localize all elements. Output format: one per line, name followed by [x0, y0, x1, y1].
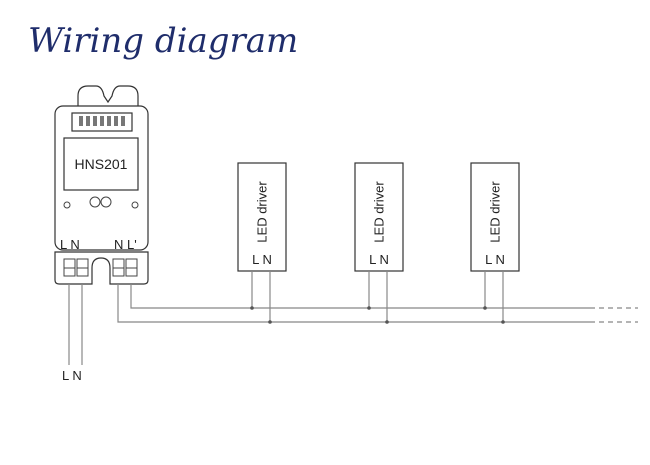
- led-driver-terminals: L N: [369, 252, 389, 267]
- sensor-lens-left: [89, 196, 101, 208]
- module-model: HNS201: [75, 156, 128, 172]
- led-driver-1: LED driver L N: [237, 162, 287, 324]
- module-input-terminals: L N: [60, 237, 80, 252]
- dip-switches: [79, 116, 125, 126]
- hns201-module: HNS201 L N N L': [54, 85, 149, 285]
- module-mount-tab: [77, 85, 139, 109]
- led-driver-terminals: L N: [252, 252, 272, 267]
- terminal-screws-output: [112, 258, 138, 277]
- led-driver-2: LED driver L N: [354, 162, 404, 324]
- terminal-screws-input: [63, 258, 89, 277]
- supply-labels: L N: [62, 368, 82, 383]
- led-driver-3: LED driver L N: [470, 162, 520, 324]
- output-bus: [117, 284, 638, 323]
- supply-wires: [68, 284, 83, 365]
- screw-right: [131, 201, 139, 209]
- led-driver-box: [237, 162, 287, 272]
- led-driver-label: LED driver: [254, 181, 269, 243]
- led-driver-label: LED driver: [371, 181, 386, 243]
- led-driver-box: [354, 162, 404, 272]
- module-output-terminals: N L': [114, 237, 137, 252]
- led-driver-box: [470, 162, 520, 272]
- sensor-lens-right: [100, 196, 112, 208]
- screw-left: [63, 201, 71, 209]
- module-label-area: [63, 137, 139, 191]
- led-driver-terminals: L N: [485, 252, 505, 267]
- diagram-title: Wiring diagram: [28, 21, 298, 61]
- led-driver-label: LED driver: [487, 181, 502, 243]
